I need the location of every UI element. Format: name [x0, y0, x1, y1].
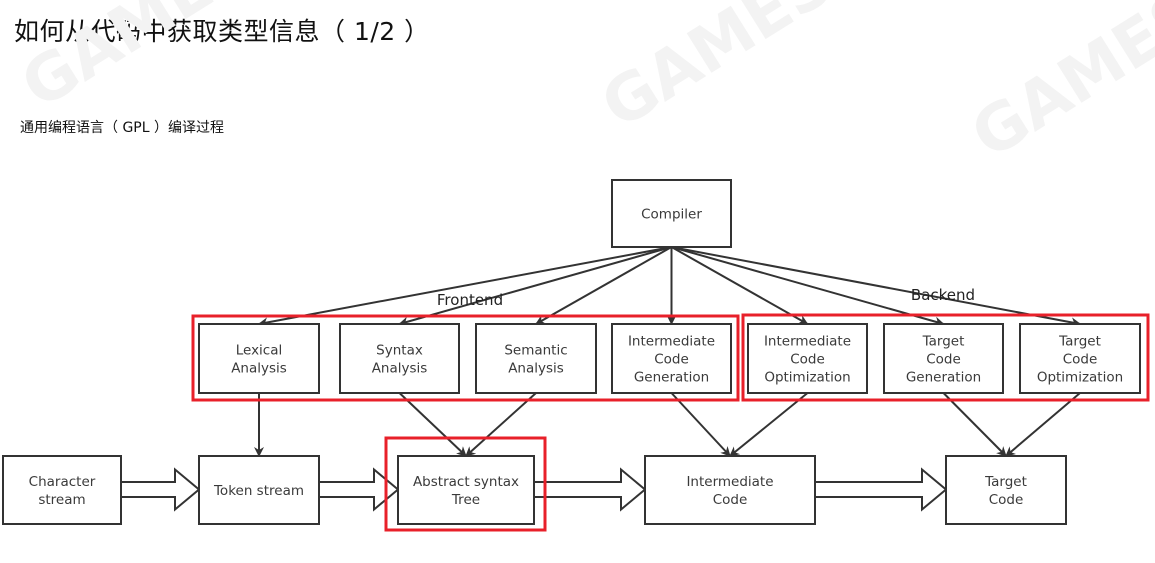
- nodes-layer: CompilerLexicalAnalysisSyntaxAnalysisSem…: [2, 179, 1141, 525]
- watermark-layer: GAMES104GAMES104GAMES104: [9, 0, 1155, 174]
- watermark-text: GAMES104: [589, 0, 958, 144]
- artifact-label: Intermediate: [686, 474, 773, 490]
- edge-ico-to-ir: [729, 392, 809, 457]
- edge-syntax-to-ast: [398, 392, 467, 457]
- phase-label: Optimization: [1037, 370, 1123, 386]
- edge-compiler-to-ico: [671, 246, 809, 325]
- phase-label: Code: [790, 352, 825, 368]
- phase-label: Optimization: [764, 370, 850, 386]
- phase-label: Target: [922, 334, 965, 350]
- edge-icg-to-ir: [670, 392, 731, 457]
- flow-arrow-ir-to-target: [814, 467, 948, 512]
- groups-layer: Frontend Backend: [191, 286, 1150, 532]
- edge-tco-to-target: [1005, 392, 1081, 457]
- phase-box: [339, 323, 460, 394]
- page-subtitle: 通用编程语言（ GPL ）编译过程: [20, 120, 224, 136]
- artifact-label: Abstract syntax: [413, 474, 519, 490]
- phase-label: Code: [654, 352, 689, 368]
- flow-arrow-char-to-token: [120, 467, 201, 512]
- phase-label: Analysis: [372, 361, 428, 377]
- artifact-label: Code: [713, 492, 748, 508]
- page-title: 如何从代码中获取类型信息（ 1/2 ）: [14, 17, 430, 46]
- frontend-highlight-box: [191, 314, 740, 402]
- phase-label: Syntax: [376, 343, 423, 359]
- phase-box: [611, 323, 732, 394]
- node-token: Token stream: [198, 455, 320, 525]
- edges-layer: [120, 246, 1081, 512]
- artifact-label: Code: [989, 492, 1024, 508]
- ast-highlight-box: [384, 436, 547, 532]
- artifact-box: [644, 455, 816, 525]
- edge-compiler-to-semantic: [535, 246, 672, 325]
- phase-box: [883, 323, 1004, 394]
- artifact-box: [397, 455, 535, 525]
- phase-box: [475, 323, 597, 394]
- phase-box: [747, 323, 868, 394]
- artifact-box: [945, 455, 1067, 525]
- phase-label: Analysis: [231, 361, 287, 377]
- edge-compiler-to-tcg: [671, 246, 945, 327]
- phase-label: Intermediate: [628, 334, 715, 350]
- flow-arrow-ast-to-ir: [533, 467, 647, 512]
- backend-label: Backend: [911, 286, 975, 304]
- compiler-box: [611, 179, 732, 248]
- edge-compiler-to-syntax: [398, 246, 672, 327]
- compiler-label: Compiler: [641, 207, 702, 223]
- backend-highlight-box: [741, 313, 1150, 402]
- artifact-label: stream: [38, 492, 85, 508]
- artifact-box: [2, 455, 122, 525]
- phase-label: Code: [1063, 352, 1098, 368]
- watermark-text: GAMES104: [9, 0, 378, 124]
- node-compiler: Compiler: [611, 179, 732, 248]
- edge-tcg-to-target: [942, 392, 1007, 457]
- phase-label: Analysis: [508, 361, 564, 377]
- watermark-text: GAMES104: [959, 0, 1155, 174]
- phase-label: Semantic: [504, 343, 567, 359]
- artifact-box: [198, 455, 320, 525]
- phase-label: Intermediate: [764, 334, 851, 350]
- phase-label: Lexical: [236, 343, 283, 359]
- edge-semantic-to-ast: [465, 392, 537, 457]
- phase-label: Generation: [634, 370, 709, 386]
- edge-compiler-to-lexical: [258, 246, 672, 328]
- node-char: Character stream: [2, 455, 122, 525]
- phase-box: [198, 323, 320, 394]
- phase-label: Generation: [906, 370, 981, 386]
- artifact-label: Character: [29, 474, 96, 490]
- phase-label: Code: [926, 352, 961, 368]
- phase-box: [1019, 323, 1141, 394]
- artifact-label: Target: [984, 474, 1027, 490]
- phase-label: Target: [1058, 334, 1101, 350]
- artifact-label: Token stream: [213, 483, 304, 499]
- artifact-label: Tree: [451, 492, 480, 508]
- frontend-label: Frontend: [437, 291, 503, 309]
- edge-compiler-to-tco: [671, 246, 1081, 328]
